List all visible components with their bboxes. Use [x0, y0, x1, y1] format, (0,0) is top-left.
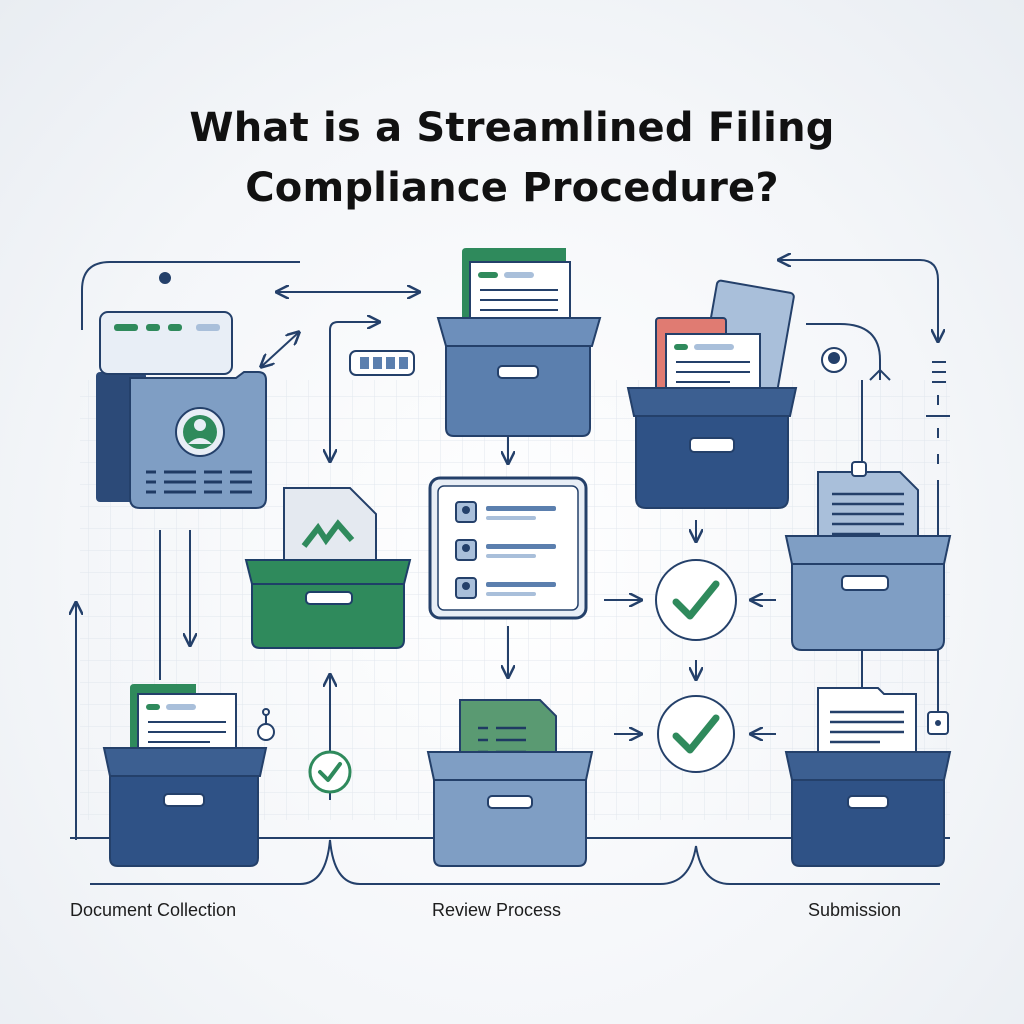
archive-bin-top-right: [626, 279, 798, 509]
approval-check-icon-1: [655, 559, 737, 641]
checklist-row-2: [455, 539, 556, 561]
diagram-title: What is a Streamlined Filing Compliance …: [0, 98, 1024, 218]
checklist-row-3: [455, 577, 556, 599]
checklist-row-1: [455, 501, 556, 523]
intake-bin-top: [436, 248, 602, 437]
progress-pill-icon: [349, 350, 415, 376]
approval-check-icon-2: [657, 695, 735, 773]
stage-label-review-process: Review Process: [432, 900, 562, 920]
small-check-icon: [308, 750, 352, 794]
stage-bracket: [90, 839, 940, 885]
title-line-2: Compliance Procedure?: [245, 165, 779, 211]
lock-icon: [927, 711, 949, 735]
stage-label-submission: Submission: [808, 900, 902, 920]
arrow-double-diag: [262, 333, 298, 366]
arrow-right-loop: [780, 260, 938, 340]
submission-bin-right-top: [784, 461, 952, 651]
review-bin-bottom-center: [426, 699, 594, 867]
connector-right-small: [806, 323, 881, 380]
profile-folder-card: [96, 311, 267, 509]
webcam-icon: [821, 347, 847, 373]
arrow-elbow: [330, 322, 378, 460]
stage-label-document-collection: Document Collection: [70, 900, 237, 920]
green-review-bin: [244, 487, 412, 649]
review-checklist-panel: [428, 476, 588, 620]
title-line-1: What is a Streamlined Filing: [189, 105, 835, 151]
node-dot: [159, 272, 171, 284]
key-icon: [257, 708, 275, 741]
collection-bin-bottom-left: [102, 684, 268, 867]
submission-bin-bottom-right: [784, 687, 952, 867]
